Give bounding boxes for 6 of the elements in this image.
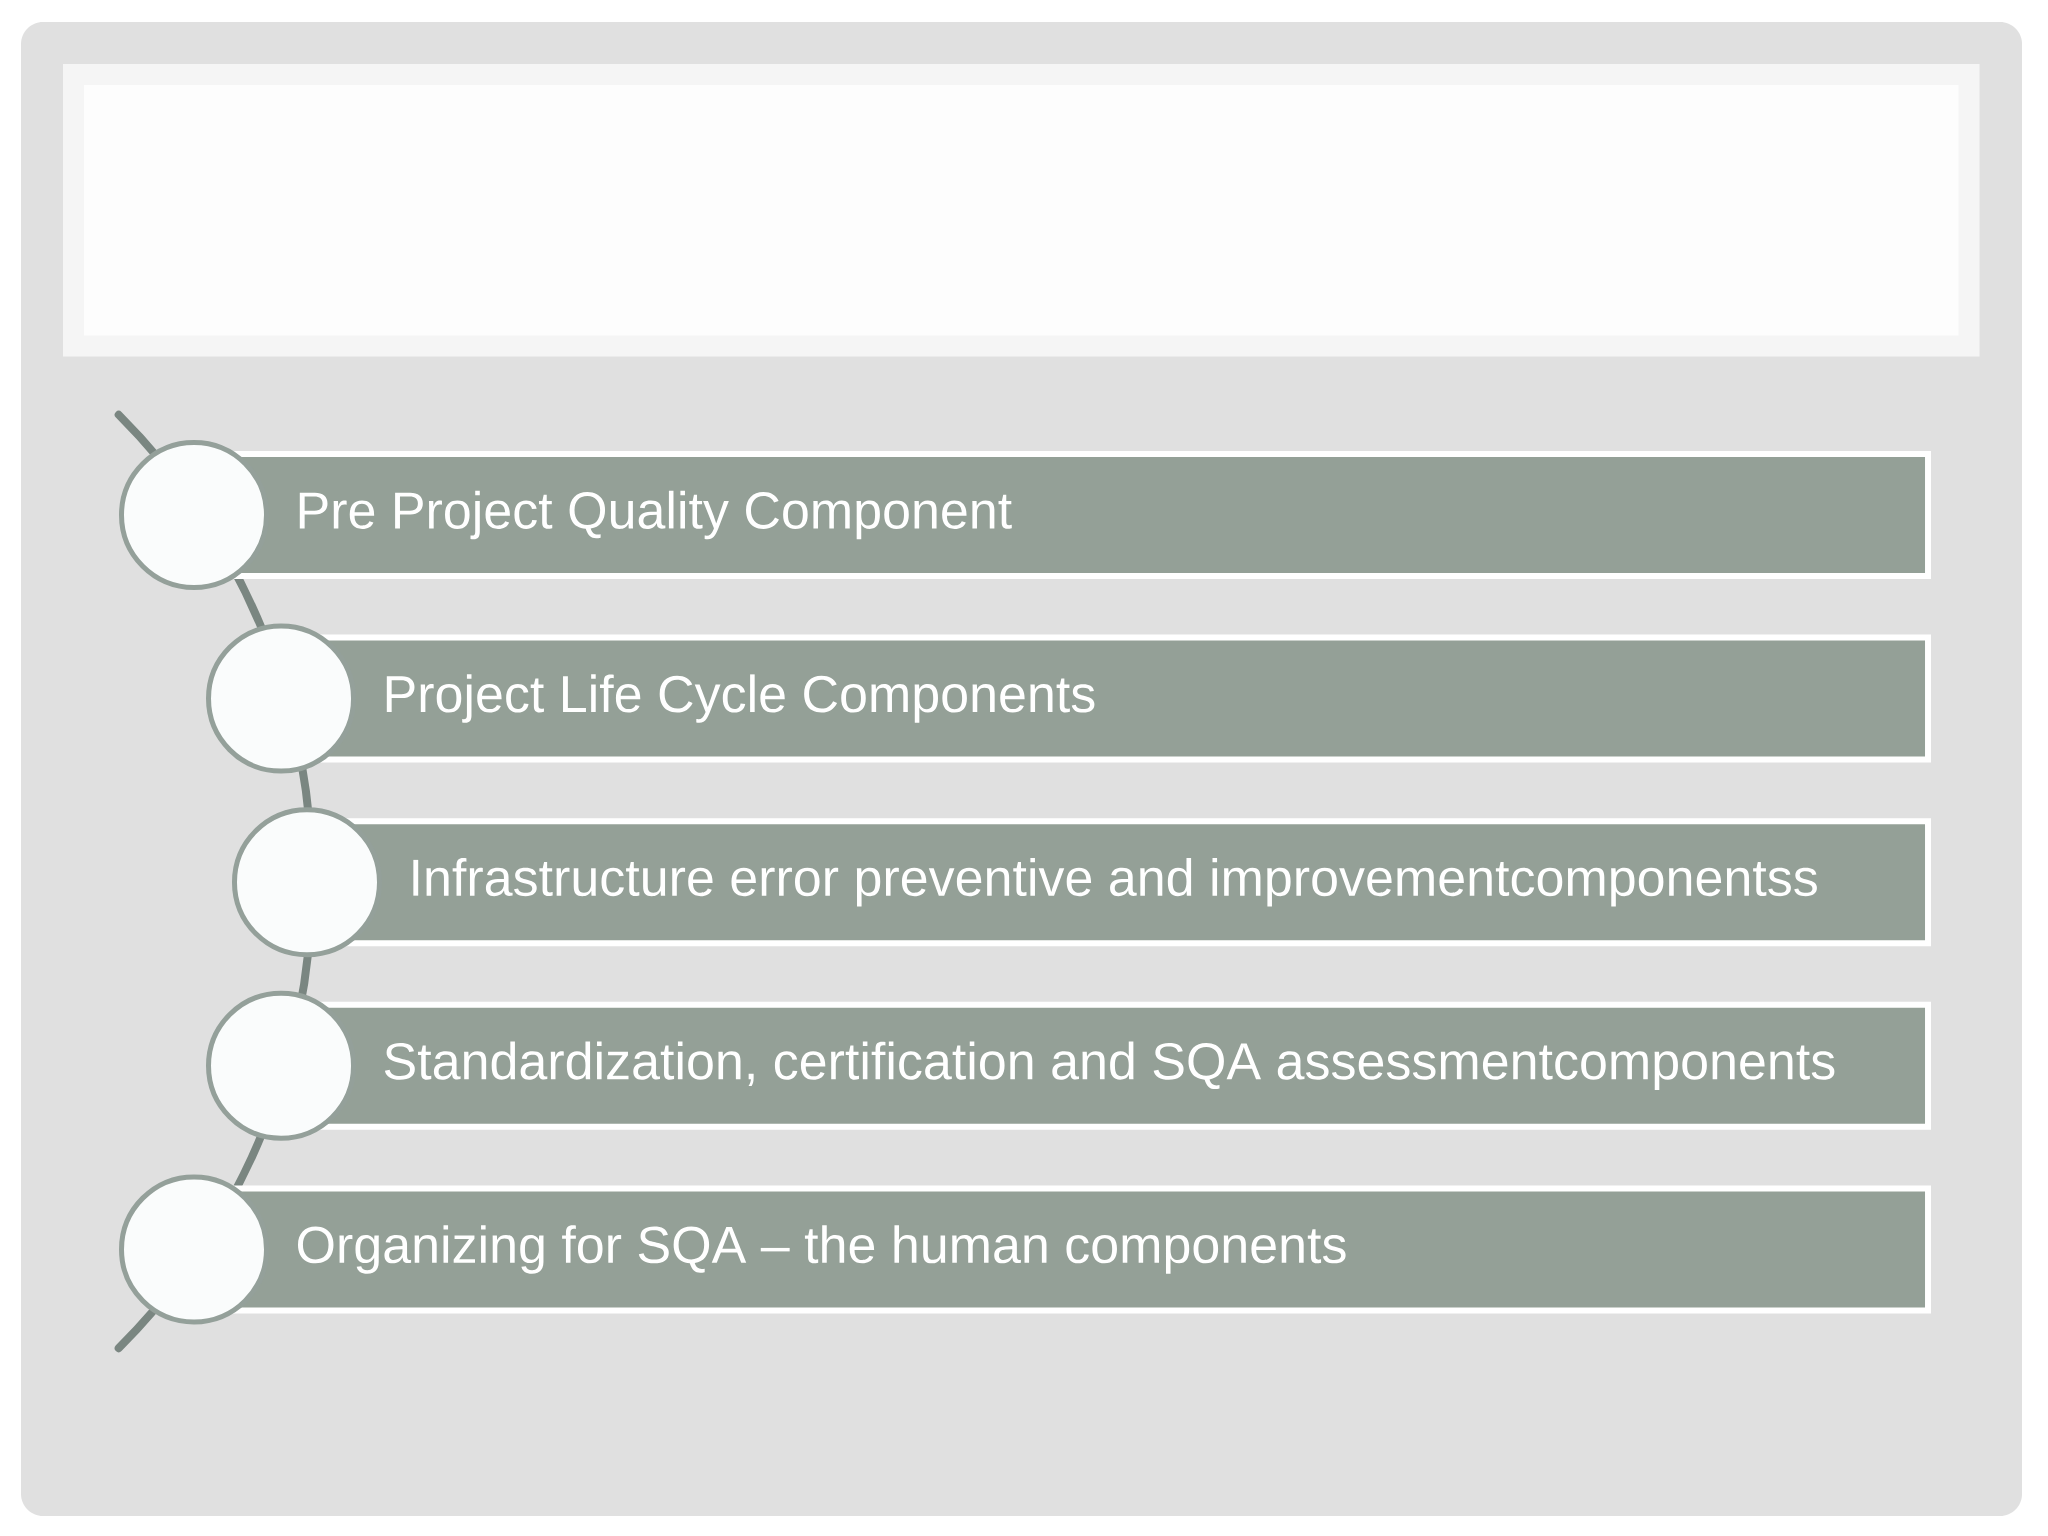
title-box (63, 63, 1980, 357)
item-bar: Pre Project Quality Component (119, 439, 1931, 590)
item-bar: Organizing for SQA – the human components (119, 1174, 1931, 1325)
item-bar: Standardization, certification and SQA assessmentcomponents (206, 990, 1931, 1141)
item-bar: Project Life Cycle Components (206, 623, 1931, 774)
item-bar: Infrastructure error preventive and improvementcomponentss (231, 807, 1931, 958)
